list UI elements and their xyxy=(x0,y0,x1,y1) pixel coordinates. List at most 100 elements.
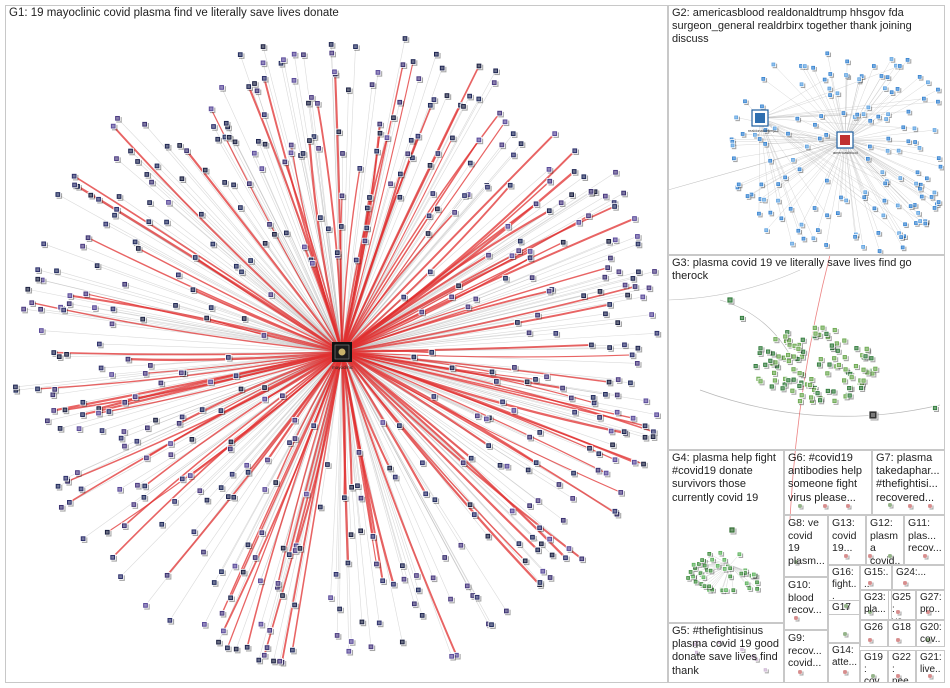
edge xyxy=(341,137,453,353)
node xyxy=(188,436,197,444)
edge xyxy=(766,139,846,231)
node xyxy=(607,254,615,263)
edge xyxy=(341,351,583,560)
edge xyxy=(341,351,493,373)
node xyxy=(317,214,325,222)
group-panel-g25: G25: ve... xyxy=(888,590,916,620)
node xyxy=(424,230,433,238)
edge xyxy=(341,290,550,353)
node xyxy=(525,466,533,475)
node xyxy=(261,486,270,494)
group-label-g22: G22: nee... xyxy=(892,652,912,683)
edge xyxy=(284,161,343,353)
edge xyxy=(837,139,846,214)
edge xyxy=(341,191,592,353)
edge xyxy=(341,351,526,562)
node xyxy=(558,199,566,207)
edge xyxy=(759,65,900,119)
edge xyxy=(341,332,657,353)
group-label-g25: G25: ve... xyxy=(892,592,911,619)
node xyxy=(409,58,418,66)
edge xyxy=(709,553,731,566)
edge xyxy=(763,139,846,200)
node xyxy=(113,155,121,163)
node xyxy=(363,224,371,233)
node xyxy=(473,594,482,602)
edge xyxy=(341,186,488,353)
edge xyxy=(844,139,918,173)
node xyxy=(34,266,42,274)
node xyxy=(87,192,96,200)
node xyxy=(533,459,541,467)
edge xyxy=(844,139,864,247)
node xyxy=(552,330,561,338)
edge xyxy=(759,101,938,119)
edge xyxy=(221,87,343,353)
edge xyxy=(844,129,935,141)
node xyxy=(605,238,613,246)
node xyxy=(364,204,372,213)
edge xyxy=(15,351,343,388)
node xyxy=(383,134,392,142)
node xyxy=(134,482,142,490)
edge xyxy=(341,351,537,464)
node xyxy=(114,115,122,123)
node xyxy=(56,353,64,361)
edge xyxy=(341,351,468,587)
group-panel-g10: G10: blood recov... xyxy=(784,577,828,630)
node xyxy=(433,51,441,59)
node xyxy=(246,180,254,188)
edge xyxy=(169,351,343,621)
node xyxy=(66,499,74,507)
edge xyxy=(137,247,343,353)
edge xyxy=(124,283,343,353)
node xyxy=(79,411,87,419)
node xyxy=(491,79,499,87)
edge xyxy=(341,217,635,353)
node xyxy=(201,621,209,629)
node xyxy=(488,621,496,629)
node xyxy=(50,407,58,415)
edge xyxy=(777,139,846,201)
edge xyxy=(341,351,539,551)
node xyxy=(289,646,297,655)
edge xyxy=(23,308,343,353)
node xyxy=(580,292,588,300)
node xyxy=(109,554,117,562)
node xyxy=(511,364,519,372)
node xyxy=(413,572,421,580)
node xyxy=(502,275,510,283)
node xyxy=(287,149,296,158)
edge xyxy=(341,303,610,353)
node xyxy=(390,581,398,589)
edge xyxy=(761,139,846,185)
edge xyxy=(130,150,343,353)
edge xyxy=(341,351,646,427)
node xyxy=(164,572,172,580)
edge xyxy=(341,162,471,353)
node xyxy=(488,368,497,377)
node xyxy=(345,86,353,95)
node xyxy=(367,643,376,652)
node xyxy=(230,181,238,190)
node xyxy=(79,399,88,407)
node xyxy=(509,507,517,516)
group-label-g21: G21: live... xyxy=(920,652,942,683)
node xyxy=(429,190,438,198)
node xyxy=(74,469,82,477)
node xyxy=(471,511,479,519)
node xyxy=(120,428,129,436)
node xyxy=(427,102,435,110)
node xyxy=(356,165,365,173)
node xyxy=(366,194,374,202)
edge xyxy=(844,79,860,141)
edge xyxy=(844,75,847,141)
edge xyxy=(341,351,599,455)
node xyxy=(602,192,610,201)
group-label-g16: G16: fight... xyxy=(832,567,857,602)
node xyxy=(187,472,195,480)
edge xyxy=(792,139,846,161)
node xyxy=(430,96,439,104)
node xyxy=(334,249,342,257)
edge xyxy=(341,195,465,353)
